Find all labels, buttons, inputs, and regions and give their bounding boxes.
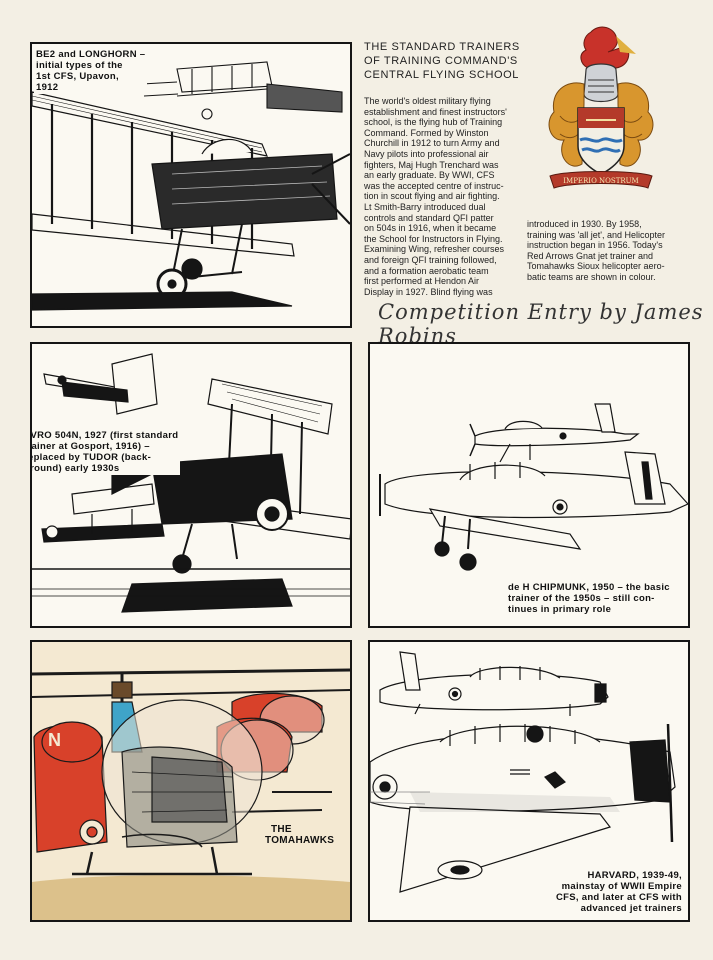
be2-biplane-illustration xyxy=(32,61,350,311)
body-line: Churchill in 1912 to turn Army and xyxy=(364,138,500,149)
body-line: an early graduate. By WWI, CFS xyxy=(364,170,495,181)
body-line: and foreign QFI training followed, xyxy=(364,254,497,265)
body-line: instruction began in 1956. Today's xyxy=(527,240,663,251)
body-line: Navy pilots into professional air xyxy=(364,148,489,159)
body-line: Command. Formed by Winston xyxy=(364,127,489,138)
chipmunk-illustration xyxy=(379,403,688,571)
crest-icon: IMPERIO NOSTRUM xyxy=(548,26,654,189)
panel-avro-504n: AVRO 504N, 1927 (first standard trainer … xyxy=(30,342,352,628)
caption-line: AVRO 504N, 1927 (first standard xyxy=(30,430,179,441)
be2-caption: BE2 and LONGHORN – initial types of the … xyxy=(34,48,148,94)
body-line: the School for Instructors in Flying. xyxy=(364,233,503,244)
harvard-illustration xyxy=(370,651,676,893)
article-body-col1: The world's oldest military flying estab… xyxy=(364,96,524,297)
title-line: CENTRAL FLYING SCHOOL xyxy=(364,69,520,81)
caption-line: de H CHIPMUNK, 1950 – the basic xyxy=(508,582,670,593)
body-line: was the accepted centre of instruc- xyxy=(364,180,504,191)
chipmunk-caption: de H CHIPMUNK, 1950 – the basic trainer … xyxy=(508,582,670,615)
body-line: establishment and finest instructors' xyxy=(364,106,507,117)
caption-line: HARVARD, 1939-49, xyxy=(587,870,682,881)
title-line: THE STANDARD TRAINERS xyxy=(364,41,520,53)
body-line: and a formation aerobatic team xyxy=(364,265,489,276)
body-line: first performed at Hendon Air xyxy=(364,276,480,287)
panel-chipmunk: de H CHIPMUNK, 1950 – the basic trainer … xyxy=(368,342,690,628)
harvard-caption: HARVARD, 1939-49, mainstay of WWII Empir… xyxy=(556,870,682,914)
caption-line: 1912 xyxy=(36,82,59,93)
article-body-col2: introduced in 1930. By 1958, training wa… xyxy=(527,219,687,283)
article-title: THE STANDARD TRAINERS OF TRAINING COMMAN… xyxy=(364,40,522,82)
body-line: school, is the flying hub of Training xyxy=(364,117,503,128)
body-line: fighters, Maj Hugh Trenchard was xyxy=(364,159,499,170)
body-line: training was 'all jet', and Helicopter xyxy=(527,229,666,240)
sioux-helicopters-illustration: N xyxy=(32,668,350,920)
panel-tomahawks: N THE TOMAHAWKS xyxy=(30,640,352,922)
caption-line: THE xyxy=(271,824,292,835)
panel-be2-longhorn: BE2 and LONGHORN – initial types of the … xyxy=(30,42,352,328)
caption-line: 1st CFS, Upavon, xyxy=(36,71,119,82)
caption-line: tinues in primary role xyxy=(508,604,612,615)
tomahawks-caption: THE TOMAHAWKS xyxy=(265,824,345,846)
svg-text:N: N xyxy=(48,730,61,750)
body-line: The world's oldest military flying xyxy=(364,96,491,106)
avro-caption: AVRO 504N, 1927 (first standard trainer … xyxy=(30,429,181,475)
caption-line: initial types of the xyxy=(36,60,123,71)
body-line: introduced in 1930. By 1958, xyxy=(527,219,642,229)
caption-line: mainstay of WWII Empire xyxy=(561,881,682,892)
body-line: Display in 1927. Blind flying was xyxy=(364,286,493,297)
body-line: batic teams are shown in colour. xyxy=(527,271,656,282)
caption-line: trainer of the 1950s – still con- xyxy=(508,593,655,604)
caption-line: ground) early 1930s xyxy=(30,463,120,474)
caption-line: trainer at Gosport, 1916) – xyxy=(30,441,150,452)
cfs-crest: IMPERIO NOSTRUM xyxy=(536,24,666,202)
body-line: Tomahawks Sioux helicopter aero- xyxy=(527,261,665,272)
caption-line: TOMAHAWKS xyxy=(265,835,335,846)
body-line: Lt Smith-Barry introduced dual xyxy=(364,201,486,212)
competition-signature: Competition Entry by James Robins xyxy=(378,300,704,348)
title-line: OF TRAINING COMMAND'S xyxy=(364,55,518,67)
body-line: Examining Wing, refresher courses xyxy=(364,244,505,255)
panel-harvard: HARVARD, 1939-49, mainstay of WWII Empir… xyxy=(368,640,690,922)
caption-line: advanced jet trainers xyxy=(580,903,682,914)
body-line: Red Arrows Gnat jet trainer and xyxy=(527,250,654,261)
body-line: controls and standard QFI patter xyxy=(364,212,494,223)
crest-motto: IMPERIO NOSTRUM xyxy=(563,177,638,185)
caption-line: replaced by TUDOR (back- xyxy=(30,452,152,463)
body-line: tion in scout flying and air fighting. xyxy=(364,191,500,202)
avro-biplane-illustration xyxy=(32,353,350,613)
caption-line: CFS, and later at CFS with xyxy=(555,892,682,903)
body-line: on 504s in 1916, when it became xyxy=(364,223,497,234)
caption-line: BE2 and LONGHORN – xyxy=(36,49,146,60)
